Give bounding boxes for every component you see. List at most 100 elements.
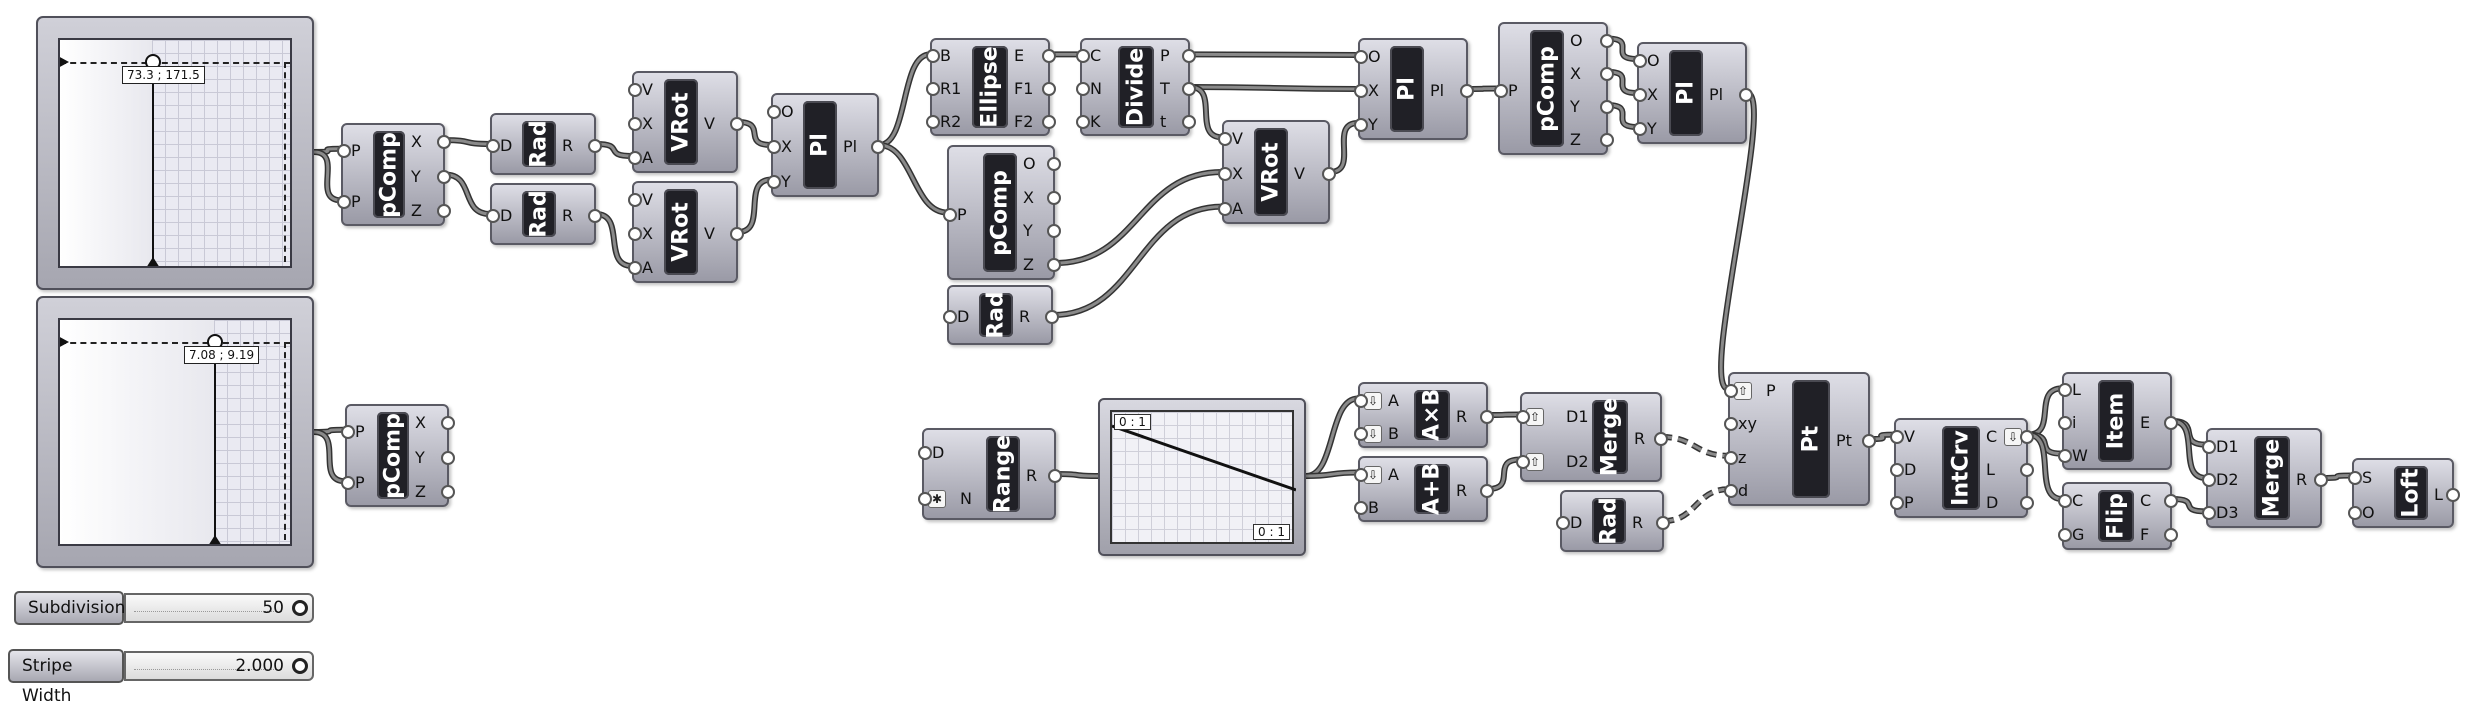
- graph-mapper-field[interactable]: 0 : 1 0 : 1: [1110, 410, 1296, 544]
- input-x[interactable]: X: [642, 224, 653, 243]
- output-z[interactable]: Z: [1570, 130, 1581, 150]
- output-e[interactable]: E: [1014, 46, 1025, 66]
- input-port[interactable]: [1890, 429, 1904, 444]
- input-d[interactable]: D: [1904, 460, 1917, 479]
- input-p[interactable]: P: [355, 421, 365, 441]
- output-port[interactable]: [1862, 434, 1876, 448]
- input-port[interactable]: [1354, 467, 1368, 482]
- input-port[interactable]: [1218, 132, 1232, 147]
- input-port[interactable]: [1354, 84, 1368, 98]
- input-port[interactable]: [767, 174, 781, 189]
- input-port[interactable]: [1218, 201, 1232, 216]
- input-port[interactable]: [628, 117, 642, 131]
- component-core[interactable]: Rad: [1592, 497, 1626, 545]
- output-v[interactable]: V: [704, 224, 715, 243]
- input-port[interactable]: [943, 207, 957, 222]
- component-core[interactable]: Loft: [2394, 466, 2428, 520]
- input-port[interactable]: [918, 446, 932, 460]
- input-port[interactable]: [2058, 416, 2072, 430]
- subdivision-slider[interactable]: Subdivision 50: [14, 591, 316, 625]
- input-a[interactable]: A: [1388, 390, 1399, 410]
- output-port[interactable]: [1047, 156, 1061, 171]
- output-r[interactable]: R: [562, 206, 574, 225]
- input-port[interactable]: [2348, 470, 2362, 485]
- output-port[interactable]: [2020, 463, 2034, 477]
- component-core[interactable]: Rad: [979, 291, 1013, 339]
- input-port[interactable]: [2058, 448, 2072, 463]
- component-core[interactable]: Merge: [1592, 398, 1628, 476]
- input-d[interactable]: D: [500, 206, 513, 225]
- output-r[interactable]: R: [562, 136, 574, 155]
- output-y[interactable]: Y: [1570, 97, 1580, 117]
- input-port[interactable]: [2202, 506, 2216, 521]
- input-port[interactable]: [1724, 484, 1738, 499]
- output-port[interactable]: [1182, 49, 1196, 64]
- output-x[interactable]: X: [415, 413, 426, 433]
- component-core[interactable]: pComp: [1530, 30, 1564, 147]
- input-port[interactable]: [337, 195, 351, 210]
- slider-rail[interactable]: [124, 651, 314, 681]
- input-port[interactable]: [1076, 82, 1090, 96]
- output-port[interactable]: [1042, 82, 1056, 96]
- component-core[interactable]: Ellipse: [972, 46, 1008, 128]
- output-port[interactable]: [441, 416, 455, 431]
- input-port[interactable]: [628, 151, 642, 165]
- input-port[interactable]: [2058, 528, 2072, 542]
- output-port[interactable]: [1042, 114, 1056, 129]
- output-port[interactable]: [2164, 416, 2178, 430]
- input-v[interactable]: V: [1232, 129, 1243, 149]
- output-x[interactable]: X: [411, 132, 422, 152]
- input-port[interactable]: [767, 140, 781, 154]
- output-v[interactable]: V: [704, 114, 715, 133]
- output-y[interactable]: Y: [411, 166, 421, 186]
- input-r2[interactable]: R2: [940, 111, 962, 131]
- component-core[interactable]: VRot: [1254, 128, 1288, 216]
- output-port[interactable]: [441, 484, 455, 499]
- input-x[interactable]: X: [1368, 81, 1379, 100]
- output-z[interactable]: Z: [1023, 255, 1034, 275]
- output-port[interactable]: [1600, 33, 1614, 48]
- input-p[interactable]: P: [1904, 493, 1914, 513]
- input-k[interactable]: K: [1090, 111, 1101, 131]
- input-d1[interactable]: D1: [2216, 436, 2239, 456]
- input-d[interactable]: D: [932, 443, 945, 462]
- graph-marker[interactable]: [146, 257, 160, 266]
- graph-field[interactable]: 73.3 ; 171.5: [58, 38, 292, 268]
- input-port[interactable]: [2058, 494, 2072, 508]
- input-p[interactable]: P: [351, 192, 361, 212]
- input-d[interactable]: d: [1738, 481, 1749, 501]
- input-x[interactable]: X: [1232, 164, 1243, 183]
- output-port[interactable]: [2164, 528, 2178, 542]
- output-t[interactable]: t: [1160, 111, 1167, 131]
- input-port[interactable]: [1354, 118, 1368, 132]
- output-r[interactable]: R: [1632, 513, 1644, 532]
- input-port[interactable]: [926, 49, 940, 64]
- input-port[interactable]: [1354, 393, 1368, 408]
- input-o[interactable]: O: [1368, 47, 1381, 66]
- graph-marker-left[interactable]: [60, 336, 69, 348]
- component-core[interactable]: A×B: [1414, 389, 1450, 441]
- input-port[interactable]: [943, 310, 957, 324]
- output-r[interactable]: R: [2296, 470, 2308, 489]
- input-x[interactable]: X: [642, 114, 653, 133]
- input-port[interactable]: [1890, 496, 1904, 511]
- output-r[interactable]: R: [1026, 466, 1038, 485]
- output-port[interactable]: [441, 450, 455, 465]
- input-port[interactable]: [486, 209, 500, 223]
- input-port[interactable]: [1516, 409, 1530, 424]
- input-p[interactable]: P: [355, 473, 365, 493]
- component-core[interactable]: Range: [986, 435, 1020, 513]
- output-p[interactable]: P: [1160, 46, 1170, 66]
- input-v[interactable]: V: [642, 80, 653, 99]
- output-port[interactable]: [1480, 410, 1494, 424]
